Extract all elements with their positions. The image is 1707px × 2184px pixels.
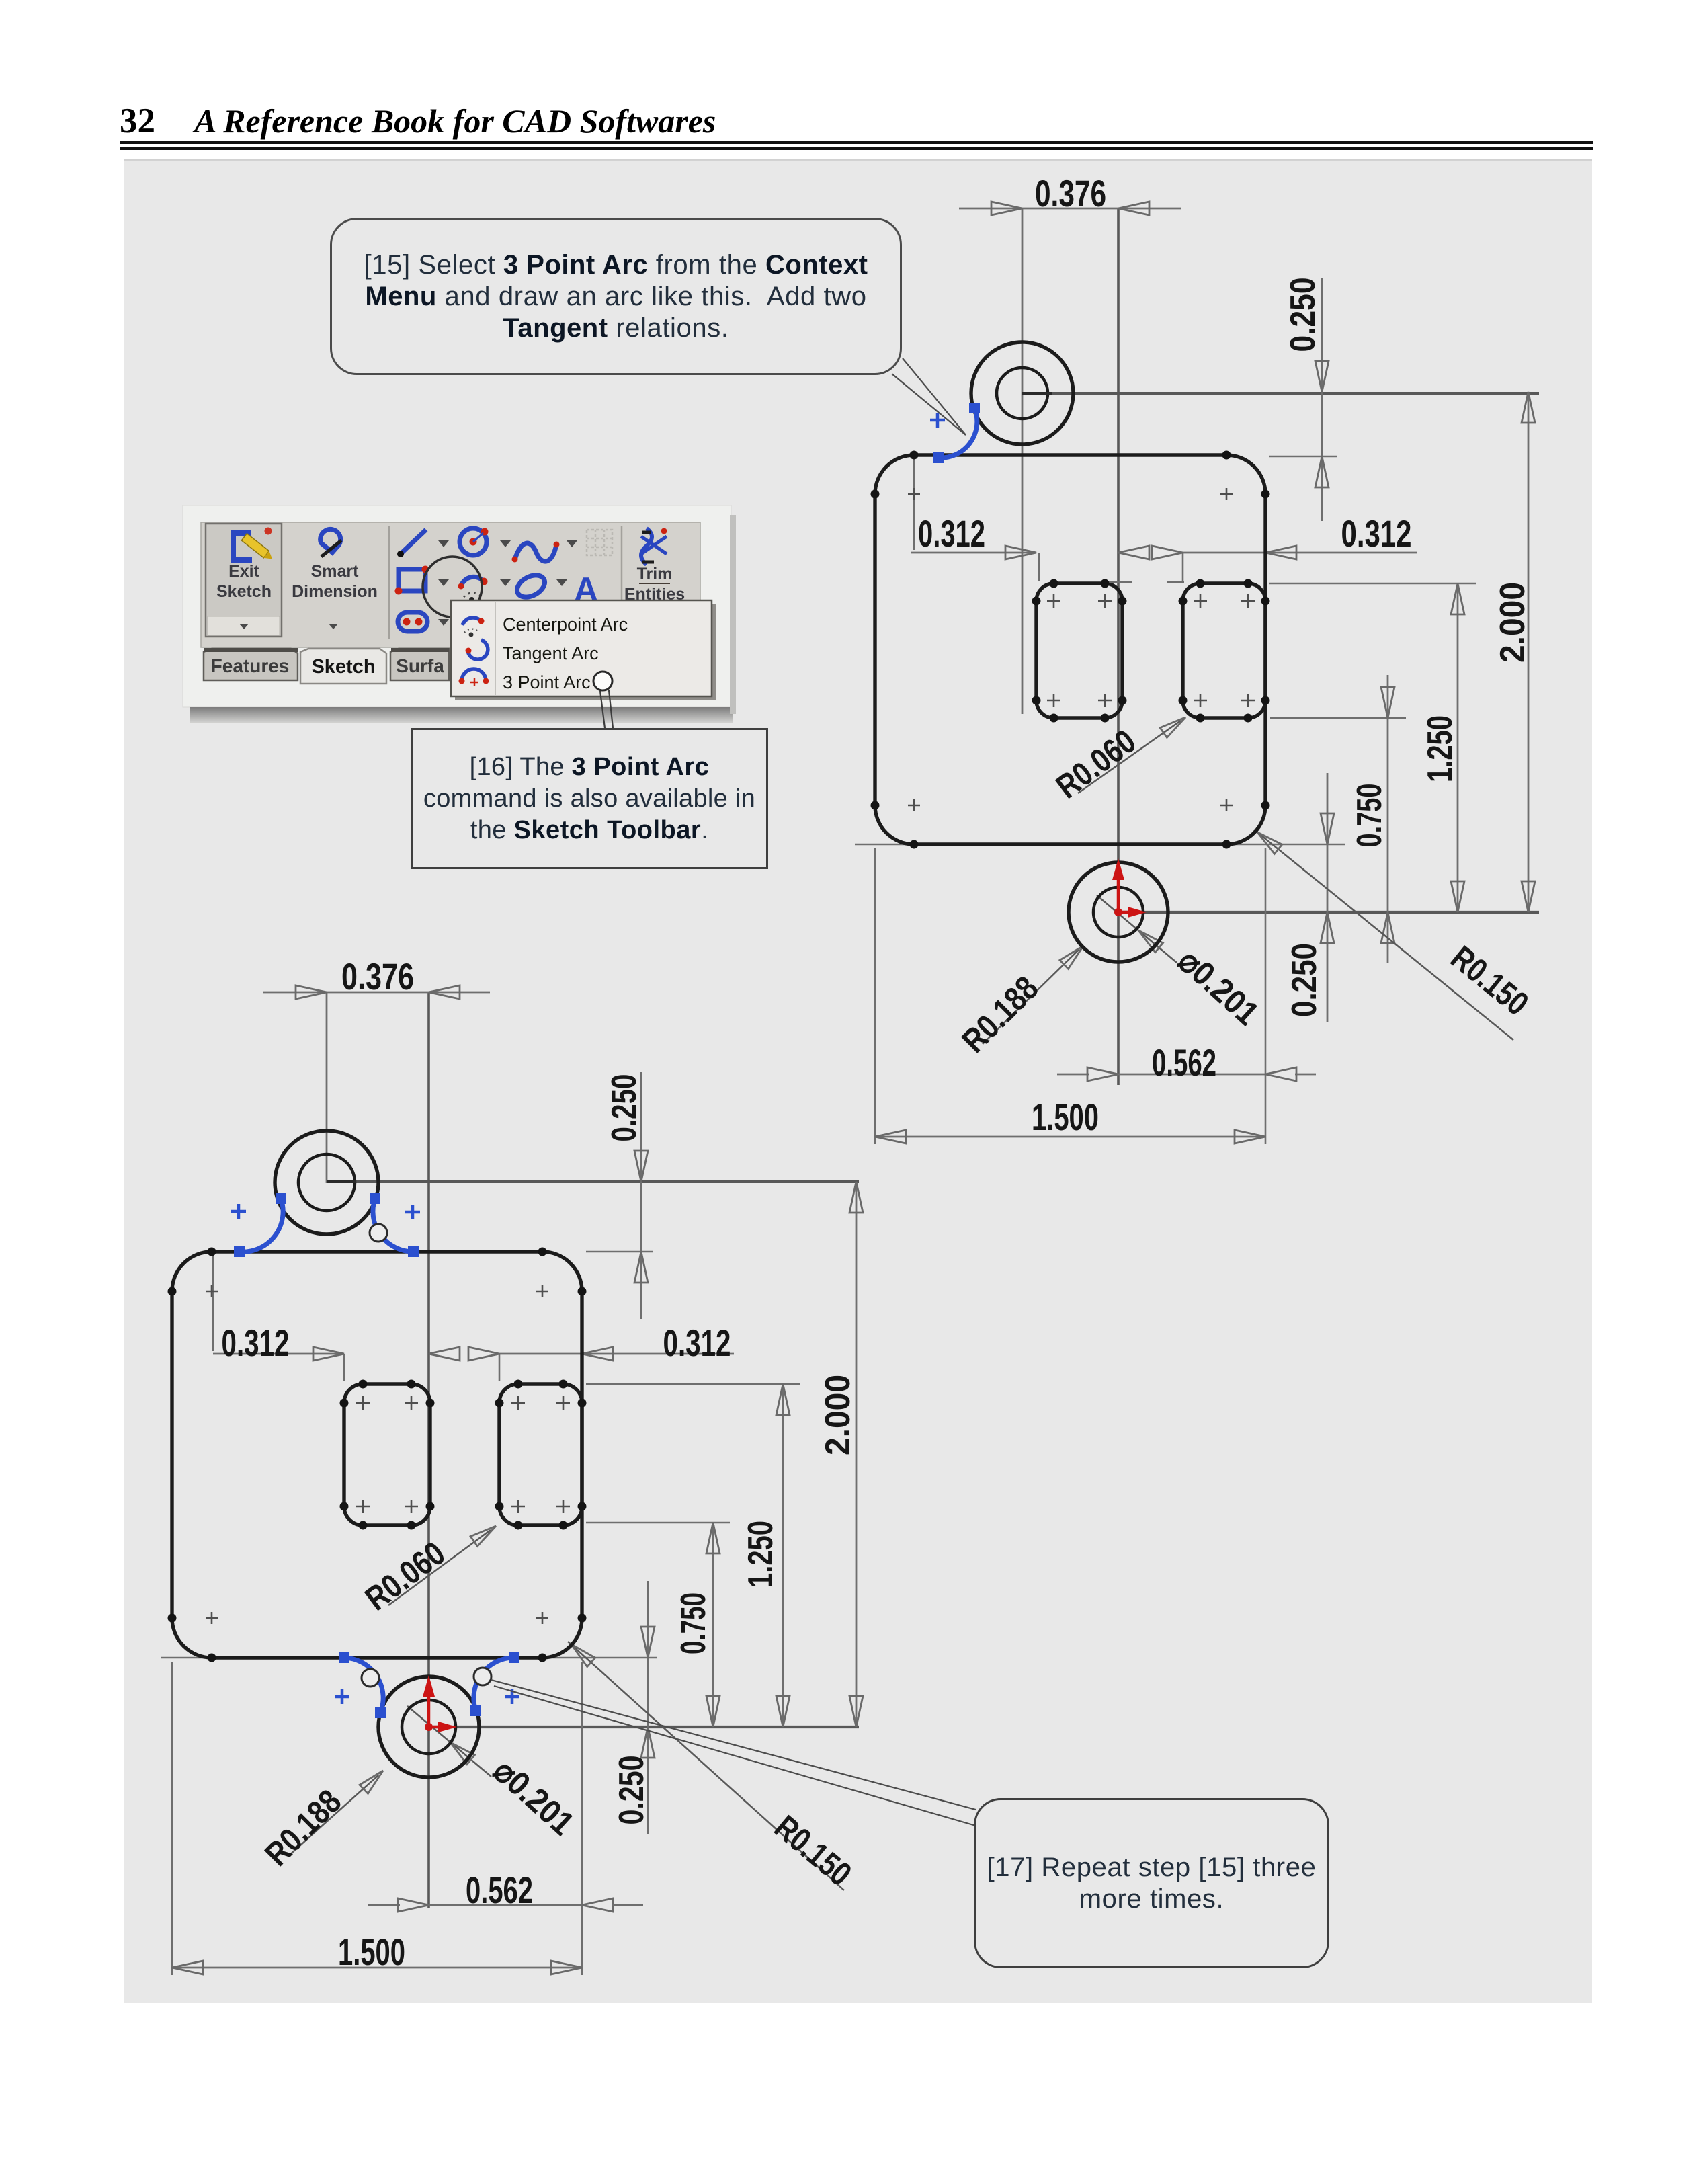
svg-text:1.500: 1.500 — [338, 1931, 405, 1973]
svg-text:R0.150: R0.150 — [767, 1808, 859, 1893]
svg-text:Sketch: Sketch — [216, 582, 272, 601]
svg-text:1.250: 1.250 — [1421, 715, 1460, 782]
svg-text:Surfa: Surfa — [396, 655, 444, 676]
svg-text:R0.060: R0.060 — [1049, 722, 1142, 805]
svg-text:R0.188: R0.188 — [257, 1782, 348, 1873]
svg-text:0.312: 0.312 — [1341, 512, 1412, 555]
svg-text:R0.188: R0.188 — [954, 969, 1045, 1059]
svg-text:0.250: 0.250 — [1285, 943, 1324, 1017]
svg-text:Dimension: Dimension — [292, 582, 378, 601]
svg-text:Features: Features — [211, 655, 290, 676]
svg-text:2.000: 2.000 — [1493, 582, 1532, 663]
svg-text:Sketch: Sketch — [311, 656, 375, 678]
svg-text:0.750: 0.750 — [1350, 784, 1389, 848]
svg-text:0.312: 0.312 — [222, 1322, 290, 1364]
svg-text:Centerpoint Arc: Centerpoint Arc — [503, 614, 628, 635]
svg-text:R0.150: R0.150 — [1444, 938, 1536, 1022]
svg-text:3 Point Arc: 3 Point Arc — [503, 672, 591, 692]
svg-text:0.312: 0.312 — [918, 512, 985, 555]
svg-text:Trim: Trim — [637, 565, 673, 583]
svg-text:0.250: 0.250 — [605, 1074, 644, 1142]
svg-text:0.562: 0.562 — [466, 1869, 533, 1911]
svg-text:2.000: 2.000 — [819, 1375, 858, 1455]
svg-text:R0.060: R0.060 — [358, 1534, 452, 1617]
svg-text:1.250: 1.250 — [741, 1521, 780, 1588]
svg-text:0.250: 0.250 — [1284, 278, 1323, 352]
svg-text:0.562: 0.562 — [1152, 1041, 1216, 1084]
svg-text:0.376: 0.376 — [1035, 172, 1106, 214]
svg-text:0.376: 0.376 — [341, 955, 414, 998]
svg-text:0.250: 0.250 — [612, 1756, 651, 1825]
svg-text:0.312: 0.312 — [663, 1322, 731, 1364]
svg-text:⌀0.201: ⌀0.201 — [1171, 942, 1267, 1033]
svg-text:⌀0.201: ⌀0.201 — [487, 1752, 582, 1843]
svg-text:0.750: 0.750 — [674, 1592, 713, 1654]
svg-text:Tangent Arc: Tangent Arc — [503, 643, 599, 663]
svg-text:Exit: Exit — [228, 562, 260, 581]
svg-text:Smart: Smart — [311, 562, 360, 581]
svg-text:1.500: 1.500 — [1032, 1096, 1099, 1138]
